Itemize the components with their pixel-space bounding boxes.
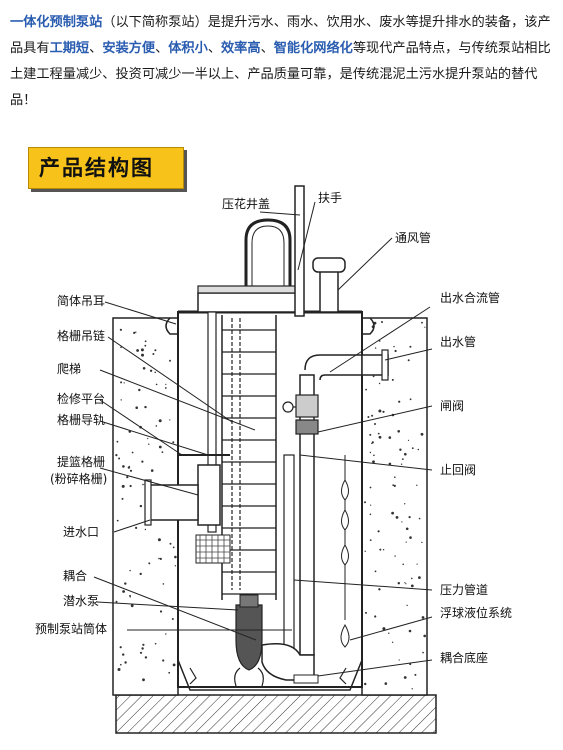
label-sub-pump: 潜水泵 [63,594,99,608]
intro-highlight: 工期短 [49,41,90,56]
handrail-post [294,185,305,317]
label-outlet-pipe: 出水管 [440,334,476,349]
soil-right [361,317,428,696]
shell-lug-right [362,317,375,335]
section-title: 产品结构图 [39,156,154,180]
float-2 [341,509,349,531]
handrail [244,218,292,286]
leader-lines [93,201,433,677]
intro-highlight: 安装方便 [102,41,156,56]
foundation-slab [115,694,437,734]
shell-lug-left [165,317,178,335]
label-gate-valve: 闸阀 [440,399,464,413]
ladder-rungs [222,329,276,595]
intro-text: 等现代产品特点，与传统泵站相比土建工程量减少、投资可减少一半以上、产品质量可靠，… [10,41,551,108]
intro-highlight: 效率高 [221,41,261,56]
label-vent-pipe: 通风管 [395,230,431,245]
section-title-box: 产品结构图 [28,147,184,189]
top-lid [197,292,303,313]
intro-text: 、 [260,41,274,56]
label-grille-chain: 格栅吊链 [57,328,105,343]
intro-highlight: 一体化预制泵站 [10,15,103,30]
intro-text: （以下简称泵站）是提升污水、雨水、饮用水、废水等提升排水的装备，该产品具有 [10,15,551,56]
inlet-pipe [149,484,199,521]
label-maint-platform: 检修平台 [57,391,105,406]
pressure-pipe [283,454,295,656]
intro-text: 、 [155,41,169,56]
label-manhole-cover: 压花井盖 [222,196,270,211]
vent-cap [312,257,346,273]
label-outlet-merge: 出水合流管 [440,290,500,305]
vent-pipe [319,269,339,313]
label-float-system: 浮球液位系统 [440,605,512,620]
intro-text: 、 [207,41,221,56]
label-inlet: 进水口 [63,525,99,539]
intro-text: 、 [89,41,103,56]
basket-grille [197,464,221,526]
gate-valve [295,394,319,418]
float-4 [340,623,350,648]
label-shell: 预制泵站筒体 [35,621,107,636]
intro-paragraph: 一体化预制泵站（以下简称泵站）是提升污水、雨水、饮用水、废水等提升排水的装备，该… [10,10,555,114]
intro-highlight: 智能化网络化 [273,41,353,56]
manhole-cover [197,285,303,294]
label-coupling-base: 耦合底座 [440,650,488,665]
float-3 [341,544,349,566]
label-ladder: 爬梯 [57,362,81,376]
soil-texture [115,321,427,690]
label-shell-lug: 简体吊耳 [57,294,105,308]
label-basket-grille-1: 提篮格栅 [57,454,105,469]
label-pressure-pipe: 压力管道 [440,582,488,597]
label-grille-rail: 格栅导轨 [57,412,105,427]
label-coupling: 耦合 [63,568,87,583]
grille-mesh [195,534,231,564]
label-check-valve: 止回阀 [440,463,476,477]
label-handrail: 扶手 [318,190,342,205]
shell-base [177,659,363,691]
guide-rail [207,311,217,533]
inlet-flange [144,479,152,526]
intro-highlight: 体积小 [168,41,208,56]
check-valve [295,419,319,435]
label-basket-grille-2: (粉碎格栅) [50,471,107,486]
float-1 [341,479,349,501]
